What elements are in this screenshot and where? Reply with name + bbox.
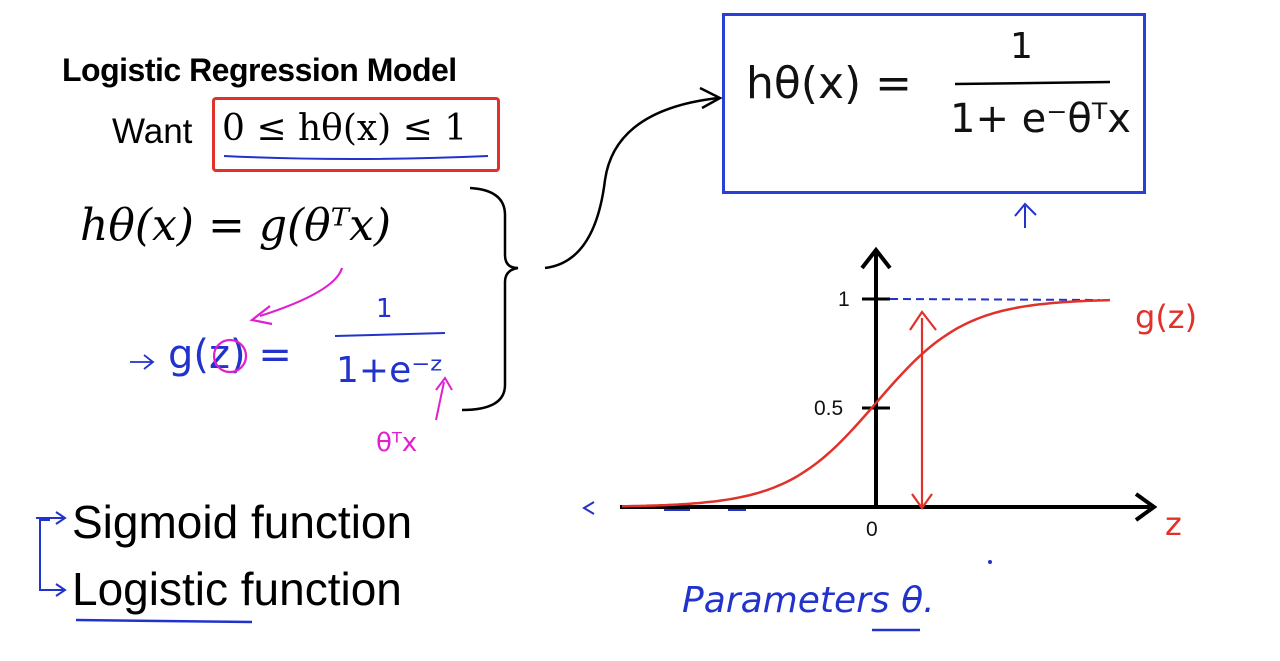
axis-variable-label: z: [1165, 505, 1182, 543]
x-tick-0: 0: [866, 518, 878, 541]
curly-brace: [461, 186, 519, 412]
box-lhs: hθ(x) =: [746, 58, 913, 109]
sigmoid-fraction-bar: [334, 332, 446, 337]
curved-arrow: [544, 96, 719, 270]
left-arrow-mark: [582, 501, 595, 515]
sigmoid-denominator: 1+e⁻ᶻ: [336, 350, 444, 391]
x-axis-arrow: [1134, 492, 1158, 522]
bullet-top-arrow: [36, 511, 67, 525]
y-tick-0-5: 0.5: [814, 397, 844, 420]
magenta-arrow-head: [249, 305, 273, 326]
logistic-underline: [75, 618, 253, 624]
box-fraction-bar: [954, 80, 1111, 86]
constraint-formula: 0 ≤ hθ(x) ≤ 1: [222, 108, 468, 149]
double-arrow-bottom-head: [911, 493, 933, 510]
want-label: Want: [112, 112, 193, 151]
constraint-underline: [223, 155, 489, 160]
bullet-bracket-arrow: [39, 519, 67, 597]
bullet-sigmoid-function: Sigmoid function: [72, 496, 413, 548]
box-denominator: 1+ e⁻θᵀx: [950, 96, 1131, 142]
theta-transpose-x-note: θᵀx: [376, 428, 418, 458]
z-highlight-circle: [212, 338, 248, 374]
exponent-pointer: [435, 376, 453, 421]
y-axis-arrow: [860, 246, 892, 270]
constraint-highlight-box: [212, 97, 500, 172]
sigmoid-curve: [621, 298, 1111, 508]
hypothesis-box: [722, 13, 1146, 194]
parameters-note: Parameters θ.: [682, 580, 935, 621]
box-pointer-arrow: [1014, 202, 1037, 228]
sigmoid-numerator: 1: [376, 294, 393, 324]
curve-label: g(z): [1135, 298, 1198, 336]
asymptote-line: [889, 298, 1101, 301]
double-arrow-top-head: [909, 310, 937, 331]
magenta-arrow: [259, 267, 344, 318]
box-numerator: 1: [1010, 26, 1033, 67]
slide-title: Logistic Regression Model: [62, 52, 457, 88]
sigmoid-def-pointer: [130, 354, 155, 370]
y-tick-1: 1: [838, 288, 850, 311]
hypothesis-formula: hθ(x) = g(θᵀx): [80, 200, 392, 251]
bullet-logistic-function: Logistic function: [72, 563, 402, 615]
stray-dot: [988, 560, 992, 564]
curved-arrow-head: [699, 86, 723, 110]
